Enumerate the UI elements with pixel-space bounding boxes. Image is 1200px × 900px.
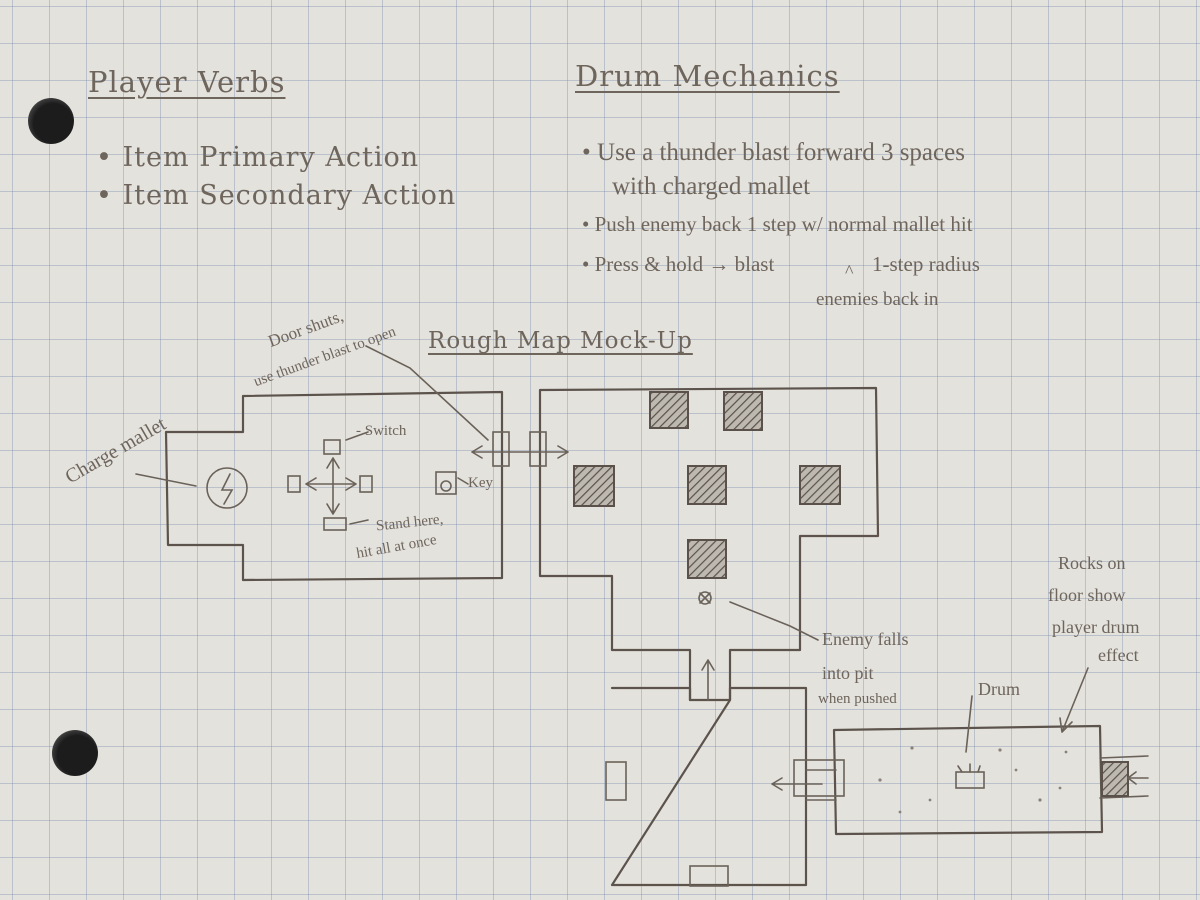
door-shuts-pointer	[365, 345, 489, 441]
left-arrow	[771, 777, 823, 791]
player-verb-item: • Item Secondary Action	[96, 180, 457, 211]
drum-mechanic-item: • Push enemy back 1 step w/ normal malle…	[582, 212, 973, 236]
switch-left	[287, 475, 301, 493]
binder-hole-bottom	[52, 730, 98, 776]
switch-arrows	[305, 457, 357, 515]
pillar	[799, 465, 841, 505]
up-arrow	[701, 659, 715, 701]
player-verb-label: Item Primary Action	[122, 142, 420, 173]
drum-mechanic-item: • Press & hold → blast	[582, 252, 775, 276]
corridor-line	[805, 769, 837, 801]
drum-label: Drum	[978, 679, 1020, 699]
room-left-wall	[164, 390, 504, 582]
door-left-block	[492, 431, 510, 467]
pillar	[687, 539, 727, 579]
switch-right	[359, 475, 373, 493]
player-verb-item: • Item Primary Action	[96, 142, 420, 173]
drum-mechanic-continuation: with charged mallet	[612, 173, 811, 200]
drum-mechanic-label: Push enemy back 1 step w/ normal mallet …	[594, 212, 973, 236]
rocks-label-3: player drum	[1052, 617, 1140, 637]
charge-mallet-symbol	[206, 467, 248, 509]
door-right-block	[529, 431, 547, 467]
enemy-falls-label: Enemy falls	[822, 629, 909, 649]
player-verbs-title: Player Verbs	[88, 65, 286, 99]
enemy-falls-label-3: when pushed	[818, 691, 897, 707]
drum-room-door	[793, 759, 845, 797]
charge-mallet-pointer	[135, 473, 197, 487]
rocks-label-2: floor show	[1048, 585, 1126, 605]
pillar	[649, 391, 689, 429]
room-lower-wall	[610, 686, 808, 887]
switch-top	[323, 439, 341, 455]
pillar	[687, 465, 727, 505]
drum-mechanic-label: Press & hold → blast	[594, 252, 775, 276]
map-title: Rough Map Mock-Up	[428, 328, 693, 354]
rocks-label-4: effect	[1098, 645, 1139, 665]
caret-mark: ^	[845, 261, 854, 281]
drum-pointer	[965, 695, 973, 753]
drum-mechanics-title: Drum Mechanics	[575, 59, 840, 93]
side-door	[605, 761, 627, 801]
drum-symbol	[955, 771, 985, 789]
key-label: Key	[468, 475, 493, 491]
pillar	[573, 465, 615, 507]
drum-mechanic-radius: 1-step radius	[872, 252, 980, 276]
room-drum-wall	[832, 724, 1104, 836]
rocks-label: Rocks on	[1058, 553, 1126, 573]
enemy-falls-pointer	[729, 601, 819, 641]
drum-mechanic-note: enemies back in	[816, 289, 939, 310]
player-verb-label: Item Secondary Action	[122, 180, 457, 211]
drum-mechanic-label: Use a thunder blast forward 3 spaces	[597, 139, 965, 166]
switch-text: Switch	[364, 423, 407, 439]
pit-marker	[698, 591, 712, 605]
drum-mechanic-item: • Use a thunder blast forward 3 spaces	[582, 139, 965, 166]
rock-dots	[878, 746, 1068, 814]
rocks-pointer	[1059, 667, 1089, 733]
switch-bottom	[323, 517, 347, 531]
pillar	[723, 391, 763, 431]
switch-label: - Switch	[356, 423, 407, 439]
door-arrow	[471, 445, 569, 459]
bottom-door	[689, 865, 729, 887]
binder-hole-top	[28, 98, 74, 144]
key-symbol	[435, 471, 457, 495]
enemy-falls-label-2: into pit	[822, 663, 874, 683]
pillar	[1101, 761, 1129, 797]
